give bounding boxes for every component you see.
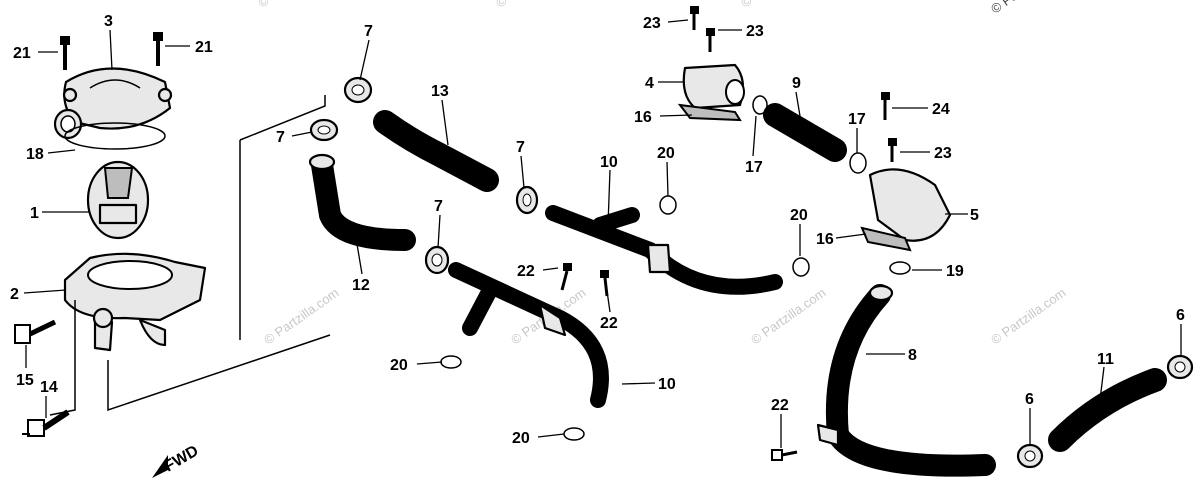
joint-cover-part-5 [860, 168, 952, 252]
bolt-23 [888, 138, 897, 162]
assembly-bracket-lines [49, 95, 331, 416]
bolt-23 [690, 6, 699, 30]
callout-22: 22 [600, 315, 618, 332]
callout-21: 21 [195, 39, 213, 56]
watermark: © Partzilla.com [255, 0, 335, 10]
thermostat-cover-part-3 [53, 67, 173, 140]
hose-11 [1050, 370, 1165, 450]
callout-8: 8 [908, 347, 917, 364]
callout-14: 14 [40, 379, 58, 396]
callout-10: 10 [658, 376, 676, 393]
pipe-10-upper [545, 205, 783, 295]
bolt-23 [706, 28, 715, 52]
clamp-6 [1166, 354, 1194, 380]
o-ring-20 [440, 355, 462, 369]
callout-20: 20 [390, 357, 408, 374]
joint-cover-part-4 [677, 63, 745, 122]
clamp-7 [343, 76, 373, 104]
bolt-22 [560, 263, 572, 291]
callout-7: 7 [276, 129, 285, 146]
callout-15: 15 [16, 372, 34, 389]
sensor-14 [22, 409, 70, 437]
bolt-22 [771, 449, 798, 461]
callout-18: 18 [26, 146, 44, 163]
callout-4: 4 [645, 75, 654, 92]
callout-10: 10 [600, 154, 618, 171]
callout-7: 7 [516, 139, 525, 156]
thermostat-housing-part-2 [63, 252, 207, 352]
callout-20: 20 [512, 430, 530, 447]
o-ring-18 [64, 122, 166, 150]
callout-23: 23 [934, 145, 952, 162]
o-ring-19 [889, 261, 911, 275]
watermark: © Partzilla.com [493, 0, 573, 10]
watermark: © Partzilla.com [988, 0, 1068, 16]
watermark: © Partzilla.com [261, 285, 341, 348]
clamp-7 [515, 185, 539, 215]
pipe-10-lower [448, 262, 609, 408]
callout-7: 7 [364, 23, 373, 40]
watermarks: © Partzilla.com © Partzilla.com © Partzi… [255, 0, 1068, 347]
callout-17: 17 [848, 111, 866, 128]
callout-22: 22 [771, 397, 789, 414]
callout-17: 17 [745, 159, 763, 176]
o-ring-20 [563, 427, 585, 441]
leader-lines [23, 19, 1182, 448]
hose-12 [313, 156, 414, 249]
clamp-7 [424, 245, 450, 275]
clamp-7 [309, 118, 339, 142]
hose-13 [375, 112, 497, 190]
o-ring-17 [849, 152, 867, 174]
thermostat-part-1 [86, 160, 150, 240]
bolt-21-right [153, 32, 163, 66]
hose-9 [765, 105, 845, 160]
callout-labels: 21 3 21 18 1 2 15 14 7 7 13 12 7 7 22 22… [10, 13, 1185, 447]
callout-21: 21 [13, 45, 31, 62]
o-ring-20 [792, 257, 810, 277]
callout-16: 16 [634, 109, 652, 126]
callout-20: 20 [657, 145, 675, 162]
bolt-15 [14, 319, 57, 344]
watermark: © Partzilla.com [988, 285, 1068, 348]
callout-22: 22 [517, 263, 535, 280]
bolt-21-left [60, 36, 70, 70]
callout-23: 23 [746, 23, 764, 40]
callout-16: 16 [816, 231, 834, 248]
o-ring-17 [752, 95, 768, 115]
callout-6: 6 [1176, 307, 1185, 324]
callout-9: 9 [792, 75, 801, 92]
callout-2: 2 [10, 286, 19, 303]
callout-24: 24 [932, 101, 950, 118]
bolt-24 [881, 92, 890, 120]
callout-3: 3 [104, 13, 113, 30]
o-ring-20 [659, 195, 677, 215]
callout-7: 7 [434, 198, 443, 215]
callout-1: 1 [30, 205, 39, 222]
callout-19: 19 [946, 263, 964, 280]
callout-13: 13 [431, 83, 449, 100]
callout-6: 6 [1025, 391, 1034, 408]
forward-direction-arrow: FWD [152, 443, 202, 478]
callout-23: 23 [643, 15, 661, 32]
watermark: © Partzilla.com [738, 0, 818, 10]
callout-12: 12 [352, 277, 370, 294]
callout-11: 11 [1097, 351, 1114, 368]
callout-5: 5 [970, 207, 979, 224]
clamp-6 [1016, 443, 1044, 469]
callout-20: 20 [790, 207, 808, 224]
fwd-label: FWD [162, 443, 202, 476]
watermark: © Partzilla.com [748, 285, 828, 348]
